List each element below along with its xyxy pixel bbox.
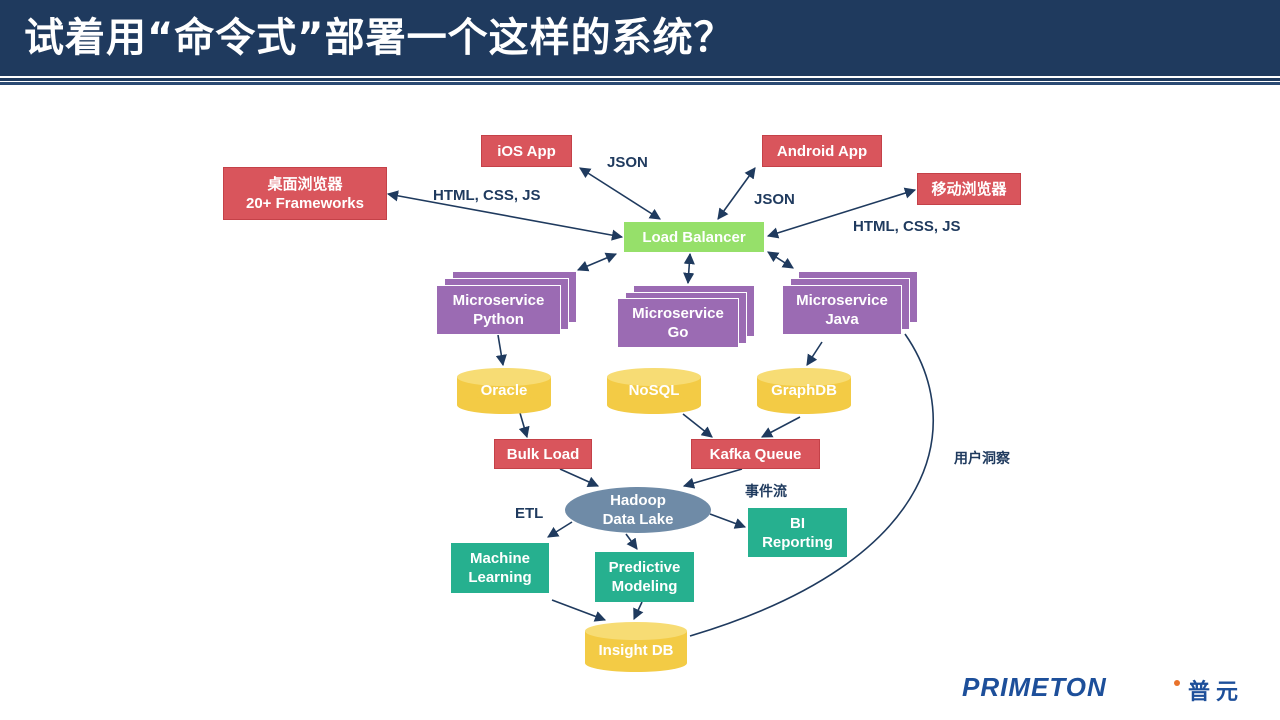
edge-label-html-desktop: HTML, CSS, JS	[433, 187, 541, 204]
hadoop-data-lake-node: Hadoop Data Lake	[565, 487, 711, 533]
load-balancer-node: Load Balancer	[624, 222, 764, 252]
edge-label-etl: ETL	[515, 505, 544, 522]
logo-dot	[1174, 680, 1180, 686]
microservice-java-node: Microservice Java	[782, 285, 902, 335]
edge-lb-python	[576, 252, 618, 272]
edge-label-event-stream: 事件流	[745, 484, 787, 500]
microservice-python-node: Microservice Python	[436, 285, 561, 335]
graphdb-node: GraphDB	[757, 368, 851, 414]
page-title: 试着用“命令式”部署一个这样的系统？	[24, 15, 735, 61]
edge-pm-insight	[633, 601, 644, 621]
edge-graphdb-kafka	[761, 416, 801, 438]
edge-java-insight-curve	[689, 333, 934, 637]
microservice-go-node: Microservice Go	[617, 298, 739, 348]
bi-reporting-node: BI Reporting	[748, 508, 847, 557]
logo-chinese-name: 普元	[1188, 680, 1245, 705]
title-bar: 试着用“命令式”部署一个这样的系统？	[0, 0, 1280, 76]
edge-kafka-hadoop	[682, 468, 743, 489]
edge-label-json-android: JSON	[754, 191, 795, 208]
edge-android-lb	[717, 167, 756, 220]
machine-learning-node: Machine Learning	[451, 543, 549, 593]
edge-java-graphdb	[806, 341, 823, 366]
edge-ml-insight	[551, 599, 607, 622]
edge-hadoop-bi	[709, 513, 747, 529]
primeton-logo: PRIMETON 普元	[962, 668, 1262, 708]
edge-ios-lb	[579, 167, 661, 220]
kafka-queue-node: Kafka Queue	[691, 439, 820, 469]
predictive-modeling-node: Predictive Modeling	[595, 552, 694, 602]
edge-lb-java	[767, 251, 794, 269]
edge-lb-go	[683, 252, 695, 285]
edge-hadoop-ml	[547, 521, 573, 538]
edge-bulkload-hadoop	[559, 468, 600, 487]
android-app-node: Android App	[762, 135, 882, 167]
nosql-db-node: NoSQL	[607, 368, 701, 414]
bulk-load-node: Bulk Load	[494, 439, 592, 469]
title-divider-secondary	[0, 82, 1280, 85]
mobile-browser-node: 移动浏览器	[917, 173, 1021, 205]
edge-hadoop-pm	[625, 533, 638, 550]
edge-oracle-bulkload	[518, 412, 530, 439]
insight-db-node: Insight DB	[585, 622, 687, 672]
oracle-db-node: Oracle	[457, 368, 551, 414]
logo-wordmark: PRIMETON	[962, 672, 1107, 702]
edge-mobile-lb	[766, 187, 917, 239]
edge-label-user-insight: 用户洞察	[954, 451, 1010, 467]
edge-python-oracle	[495, 334, 507, 367]
edge-label-html-mobile: HTML, CSS, JS	[853, 218, 961, 235]
desktop-browser-node: 桌面浏览器 20+ Frameworks	[223, 167, 387, 220]
edge-label-json-ios: JSON	[607, 154, 648, 171]
ios-app-node: iOS App	[481, 135, 572, 167]
edge-nosql-kafka	[682, 413, 713, 438]
edge-desktop-lb	[386, 190, 624, 241]
title-divider	[0, 78, 1280, 81]
